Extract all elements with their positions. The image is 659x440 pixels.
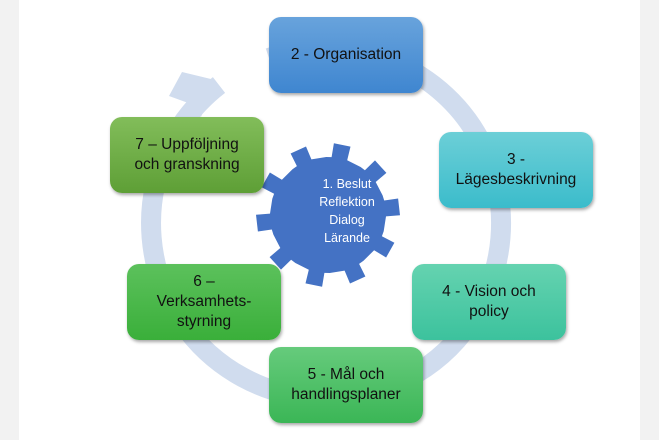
cycle-arrowhead-icon bbox=[169, 72, 215, 117]
step-label: 7 – Uppföljning och granskning bbox=[134, 136, 240, 173]
center-gear-label: 1. Beslut Reflektion Dialog Lärande bbox=[319, 177, 375, 245]
center-gear bbox=[256, 143, 400, 287]
step-mal-och-handlingsplaner: 5 - Mål och handlingsplaner bbox=[269, 347, 423, 423]
step-verksamhetsstyrning: 6 – Verksamhets- styrning bbox=[127, 264, 281, 340]
step-label: 3 - Lägesbeskrivning bbox=[455, 151, 577, 188]
diagram-canvas: 2 - Organisation 3 - Lägesbeskrivning 4 … bbox=[19, 0, 640, 440]
step-label: 5 - Mål och handlingsplaner bbox=[291, 366, 401, 403]
step-vision-och-policy: 4 - Vision och policy bbox=[412, 264, 566, 340]
step-label: 6 – Verksamhets- styrning bbox=[156, 273, 252, 330]
step-uppfoljning-och-granskning: 7 – Uppföljning och granskning bbox=[110, 117, 264, 193]
gear-icon bbox=[256, 143, 400, 287]
step-organisation: 2 - Organisation bbox=[269, 17, 423, 93]
step-label: 4 - Vision och policy bbox=[442, 283, 536, 320]
step-lagesbeskrivning: 3 - Lägesbeskrivning bbox=[439, 132, 593, 208]
step-label: 2 - Organisation bbox=[290, 46, 402, 63]
